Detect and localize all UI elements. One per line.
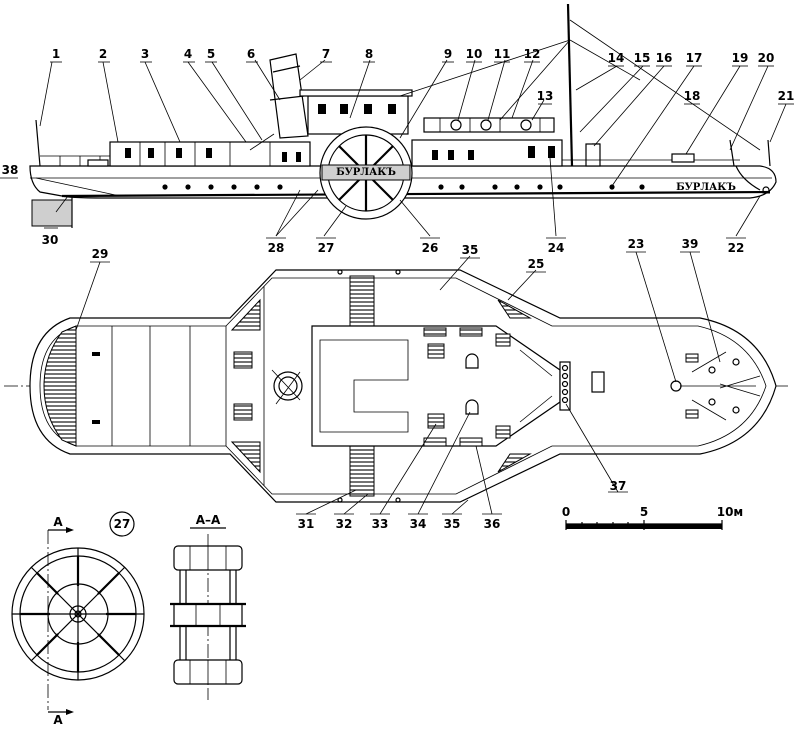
scale-bar: 0 5 10м <box>562 505 743 530</box>
callout-27: 27 <box>318 241 335 255</box>
callout-20: 20 <box>758 51 775 65</box>
callout-10: 10 <box>466 47 483 61</box>
section-mark-top: A <box>53 515 63 529</box>
callout-11: 11 <box>494 47 511 61</box>
paddle-wheel-detail: 27 A A <box>11 511 145 727</box>
paddle-wheel-side: БУРЛАКЪ <box>319 126 413 220</box>
callout-29: 29 <box>92 247 109 261</box>
detail-marker: 27 <box>114 517 131 531</box>
section-mark-bottom: A <box>53 713 63 727</box>
scale-label-10: 10м <box>717 505 744 519</box>
callout-33: 33 <box>372 517 389 531</box>
ship-name-bow: БУРЛАКЪ <box>676 182 736 193</box>
rudder <box>31 199 73 227</box>
callout-18: 18 <box>684 89 701 103</box>
callout-7: 7 <box>322 47 330 61</box>
callout-24: 24 <box>548 241 565 255</box>
callout-36: 36 <box>484 517 501 531</box>
callouts-top: 1 2 3 4 5 6 7 8 9 10 11 12 13 14 15 16 1… <box>0 47 794 247</box>
callout-37: 37 <box>610 479 627 493</box>
side-elevation: БУРЛАКЪ БУРЛАКЪ <box>29 3 777 228</box>
callout-21: 21 <box>778 89 795 103</box>
callout-25: 25 <box>528 257 545 271</box>
callout-19: 19 <box>732 51 749 65</box>
callout-30: 30 <box>42 233 59 247</box>
callout-15: 15 <box>634 51 651 65</box>
callout-9: 9 <box>444 47 452 61</box>
callout-6: 6 <box>247 47 255 61</box>
paddle-box-port <box>349 275 375 327</box>
callout-32: 32 <box>336 517 353 531</box>
callout-14: 14 <box>608 51 625 65</box>
callout-4: 4 <box>184 47 192 61</box>
callout-28: 28 <box>268 241 285 255</box>
callout-17: 17 <box>686 51 703 65</box>
callout-35-bottom: 35 <box>444 517 461 531</box>
callout-31: 31 <box>298 517 315 531</box>
callout-39: 39 <box>682 237 699 251</box>
callouts-side-lower: 28 27 26 24 22 <box>266 157 761 255</box>
plan-view <box>4 269 790 503</box>
callouts-plan: 29 35 25 23 39 37 31 32 33 34 35 36 <box>75 237 721 531</box>
callout-1: 1 <box>52 47 60 61</box>
scale-label-5: 5 <box>640 505 648 519</box>
callout-13: 13 <box>537 89 554 103</box>
hull-portholes <box>162 184 645 190</box>
callout-5: 5 <box>207 47 215 61</box>
funnel <box>269 53 309 139</box>
callout-23: 23 <box>628 237 645 251</box>
ship-name-paddlebox: БУРЛАКЪ <box>336 167 396 178</box>
callout-12: 12 <box>524 47 541 61</box>
callout-2: 2 <box>99 47 107 61</box>
callout-8: 8 <box>365 47 373 61</box>
callout-3: 3 <box>141 47 149 61</box>
section-a-a: A–A <box>170 513 246 700</box>
callout-34: 34 <box>410 517 427 531</box>
callout-16: 16 <box>656 51 673 65</box>
paddle-box-starboard <box>349 445 375 497</box>
section-label: A–A <box>196 513 221 527</box>
stern-grating <box>43 325 77 447</box>
callout-38: 38 <box>2 163 19 177</box>
scale-label-0: 0 <box>562 505 570 519</box>
callout-26: 26 <box>422 241 439 255</box>
callout-35-top: 35 <box>462 243 479 257</box>
mast <box>566 3 574 167</box>
callout-22: 22 <box>728 241 745 255</box>
